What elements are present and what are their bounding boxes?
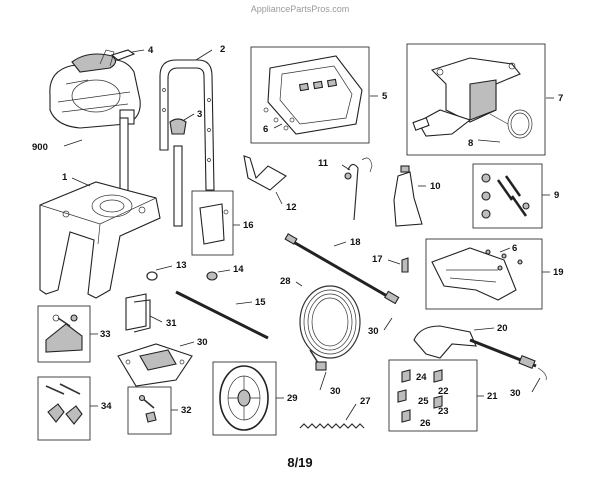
wand-part — [284, 233, 400, 305]
callout-30a: 30 — [368, 326, 379, 337]
grip-part — [169, 118, 187, 135]
callout-22: 22 — [438, 386, 449, 397]
hose-holder-part — [431, 247, 523, 301]
callout-14: 14 — [233, 264, 244, 275]
page-number: 8/19 — [287, 455, 312, 470]
ring-part-2 — [206, 271, 218, 281]
base-plate-part — [117, 343, 193, 387]
callout-30b: 30 — [330, 386, 341, 397]
callout-25: 25 — [418, 396, 429, 407]
shroud-part — [267, 55, 363, 135]
spray-gun-part — [413, 325, 547, 381]
callout-900: 900 — [32, 142, 48, 153]
callout-21: 21 — [487, 391, 498, 402]
callout-2: 2 — [220, 44, 225, 55]
screw-part-3 — [283, 125, 289, 131]
hose-coil-small — [489, 109, 533, 139]
callout-24: 24 — [416, 372, 427, 383]
callout-6a: 6 — [263, 124, 268, 135]
callout-32: 32 — [181, 405, 192, 416]
foot-part — [45, 314, 83, 353]
hose-part — [299, 285, 361, 371]
bolt-nut-part — [138, 394, 157, 423]
screw-part — [263, 107, 269, 113]
callout-10: 10 — [430, 181, 441, 192]
callout-30c: 30 — [510, 388, 521, 399]
pump-part — [412, 57, 521, 137]
callout-17: 17 — [372, 254, 383, 265]
callout-13: 13 — [176, 260, 187, 271]
callout-1: 1 — [62, 172, 68, 183]
callout-11: 11 — [318, 158, 329, 169]
knob-box — [37, 376, 91, 441]
bolts-part — [481, 173, 530, 219]
ring-part — [146, 271, 158, 281]
callout-3: 3 — [197, 109, 202, 120]
tube-part-2 — [173, 145, 183, 227]
hook-part — [243, 155, 287, 191]
callout-12: 12 — [286, 202, 297, 213]
callout-26: 26 — [420, 418, 431, 429]
handle-part — [159, 59, 215, 191]
callout-28: 28 — [280, 276, 291, 287]
callout-19: 19 — [553, 267, 564, 278]
wheel-part — [219, 365, 269, 431]
nozzle-part — [401, 257, 409, 273]
callout-5: 5 — [382, 91, 388, 102]
callout-7: 7 — [558, 93, 563, 104]
nozzle-set-part — [397, 369, 443, 423]
callout-16: 16 — [243, 220, 254, 231]
watermark: AppliancePartsPros.com — [251, 4, 350, 14]
bottle-cap — [400, 165, 410, 173]
callout-6b: 6 — [512, 243, 517, 254]
callout-27: 27 — [360, 396, 371, 407]
bottle-part — [393, 171, 423, 227]
spring-part — [299, 423, 365, 429]
label-part — [199, 203, 225, 245]
callout-31: 31 — [166, 318, 177, 329]
knob-part — [45, 383, 83, 425]
callout-4: 4 — [148, 45, 154, 56]
callout-23: 23 — [438, 406, 449, 417]
callout-20: 20 — [497, 323, 508, 334]
screw-part-2 — [273, 117, 279, 123]
engine-part — [49, 49, 141, 129]
callout-8: 8 — [468, 138, 473, 149]
callout-9: 9 — [554, 190, 559, 201]
frame-part — [39, 181, 161, 299]
bolt-nut-box — [127, 386, 172, 435]
callout-29: 29 — [287, 393, 298, 404]
siphon-tube-part — [344, 157, 373, 221]
callout-18: 18 — [350, 237, 361, 248]
bracket-part — [125, 293, 151, 333]
tube-part — [119, 117, 129, 199]
callout-34: 34 — [101, 401, 112, 412]
axle-part — [175, 290, 269, 340]
callout-15: 15 — [255, 297, 266, 308]
callout-33: 33 — [100, 329, 111, 340]
callout-30d: 30 — [197, 337, 208, 348]
decal-part — [110, 49, 136, 61]
